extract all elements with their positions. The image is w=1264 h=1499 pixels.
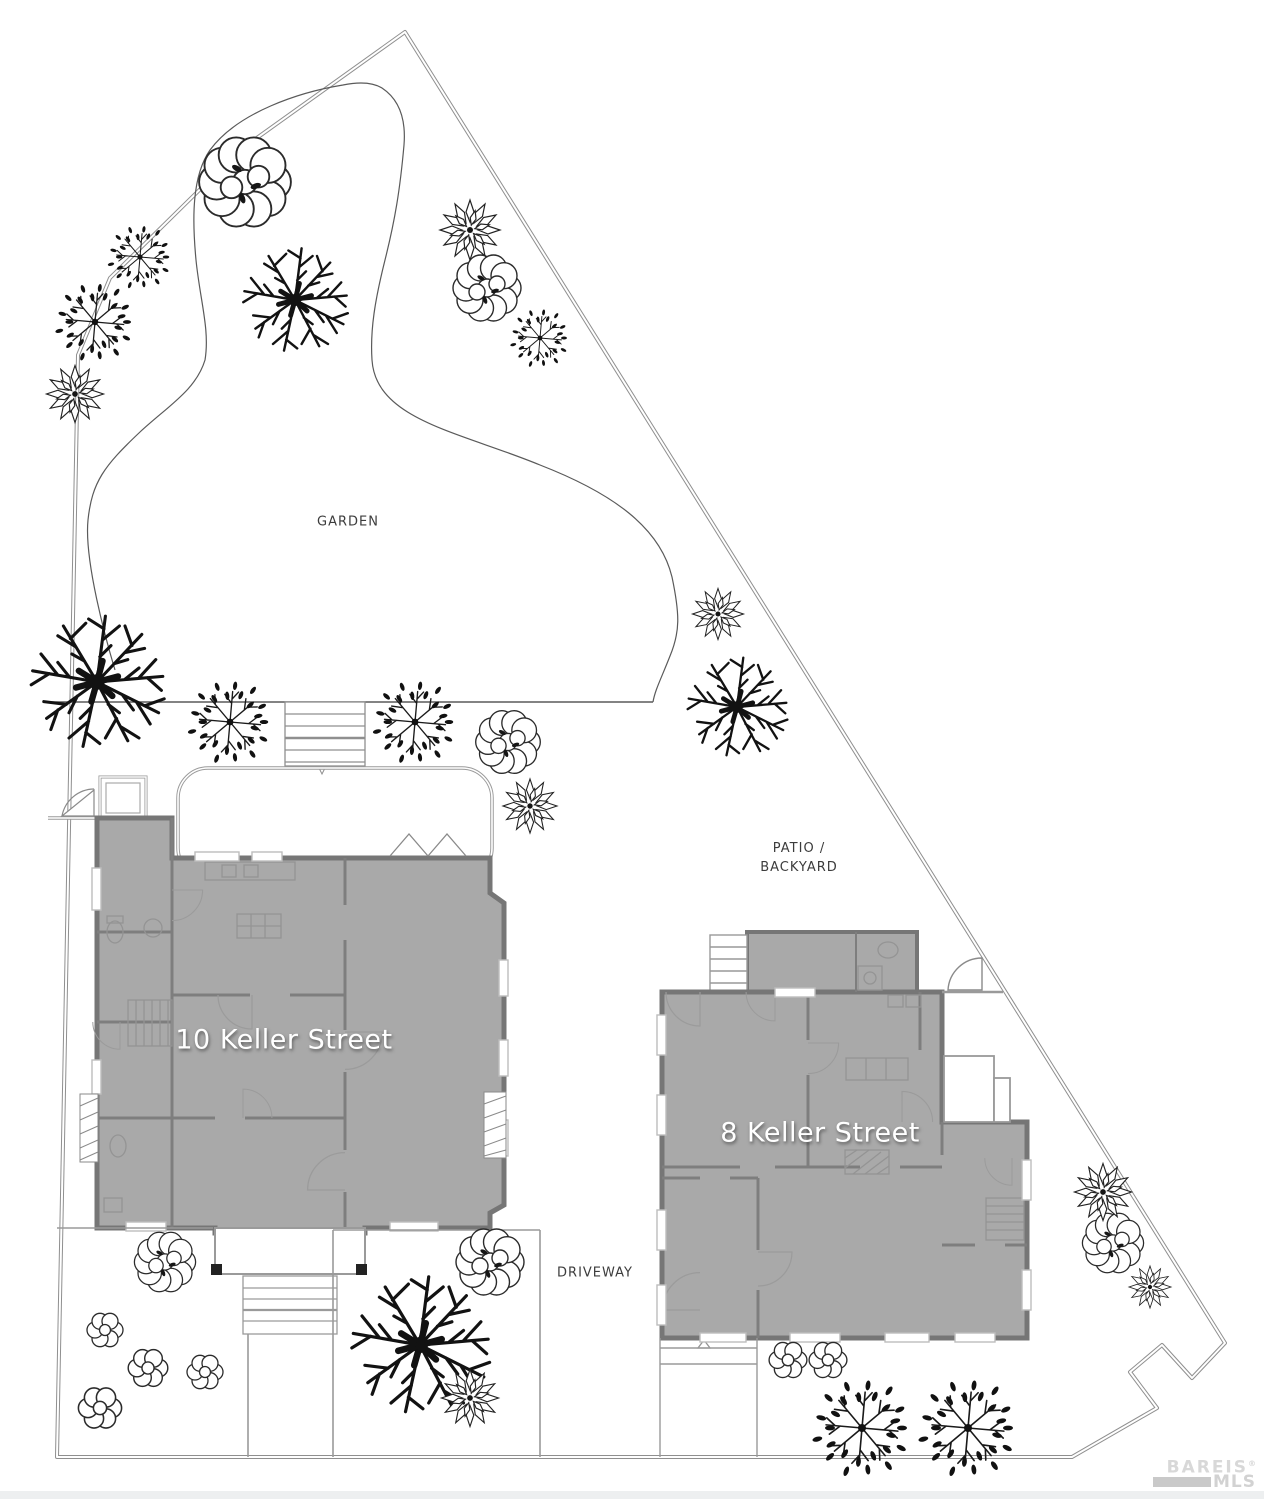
footer-strip xyxy=(0,1491,1264,1499)
bush-icon xyxy=(808,1341,848,1379)
right-gate xyxy=(942,957,1003,994)
plant-icon xyxy=(1073,1162,1133,1222)
house-10-front-porch xyxy=(211,1227,367,1335)
tree-icon xyxy=(186,680,269,765)
patio-backyard-label: PATIO / BACKYARD xyxy=(760,839,838,877)
tree-icon xyxy=(509,308,568,368)
tree-icon xyxy=(54,283,132,362)
patio-label-line1: PATIO / xyxy=(772,841,826,856)
house-8-group xyxy=(656,930,1032,1457)
house-8-fixtures xyxy=(696,941,1025,1349)
house-10-hatch-boxes xyxy=(79,1091,507,1163)
tree-icon xyxy=(688,658,788,756)
plant-icon xyxy=(439,199,501,261)
left-gate xyxy=(48,788,98,820)
house-10-fixtures xyxy=(103,833,467,1213)
tree-icon xyxy=(31,616,164,746)
tree-icon xyxy=(811,1379,908,1478)
watermark-mls: MLS xyxy=(1213,1472,1256,1492)
plant-icon xyxy=(440,1368,500,1428)
house-8-closets xyxy=(943,1055,1011,1123)
bush-icon xyxy=(452,254,522,322)
plant-icon xyxy=(45,364,105,424)
house-8-annex-steps xyxy=(709,934,748,993)
bush-icon xyxy=(198,136,292,228)
bush-icon xyxy=(77,1387,123,1429)
house-10-landing xyxy=(98,775,148,820)
registered-mark-icon: ® xyxy=(1248,1459,1256,1469)
house-8-interior-walls xyxy=(662,932,1027,1338)
bush-icon xyxy=(768,1341,808,1379)
plant-icon xyxy=(691,587,745,641)
patio-label-line2: BACKYARD xyxy=(760,860,838,875)
garden-steps xyxy=(284,701,366,776)
bush-icon xyxy=(455,1228,525,1296)
house-10-group xyxy=(57,766,541,1457)
house-8-front-walk xyxy=(659,1338,758,1457)
bush-icon xyxy=(1081,1212,1145,1274)
tree-icon xyxy=(243,248,347,350)
bush-icon xyxy=(133,1231,197,1293)
plant-icon xyxy=(1128,1265,1172,1309)
house-8-label: 8 Keller Street xyxy=(720,1117,920,1149)
garden-label: GARDEN xyxy=(317,514,379,530)
garden-outline xyxy=(50,82,679,703)
tree-icon xyxy=(371,680,454,765)
bush-icon xyxy=(475,709,541,775)
tree-icon xyxy=(917,1379,1014,1478)
house-8-annex xyxy=(745,930,919,994)
driveway-label: DRIVEWAY xyxy=(557,1265,633,1281)
front-yard-lines xyxy=(57,1227,541,1457)
house-10-label: 10 Keller Street xyxy=(175,1024,393,1056)
watermark-brand: BAREIS xyxy=(1166,1458,1248,1478)
watermark-bar xyxy=(1153,1477,1211,1487)
bush-icon xyxy=(127,1348,169,1388)
bush-icon xyxy=(86,1312,124,1348)
bareis-mls-watermark: BAREIS® MLS xyxy=(1153,1457,1256,1492)
tree-icon xyxy=(352,1277,490,1412)
bush-icon xyxy=(186,1354,224,1390)
house-10-interior-walls xyxy=(97,818,347,1228)
plant-icon xyxy=(502,778,558,834)
house-8-windows xyxy=(656,987,1032,1343)
tree-icon xyxy=(106,225,170,290)
